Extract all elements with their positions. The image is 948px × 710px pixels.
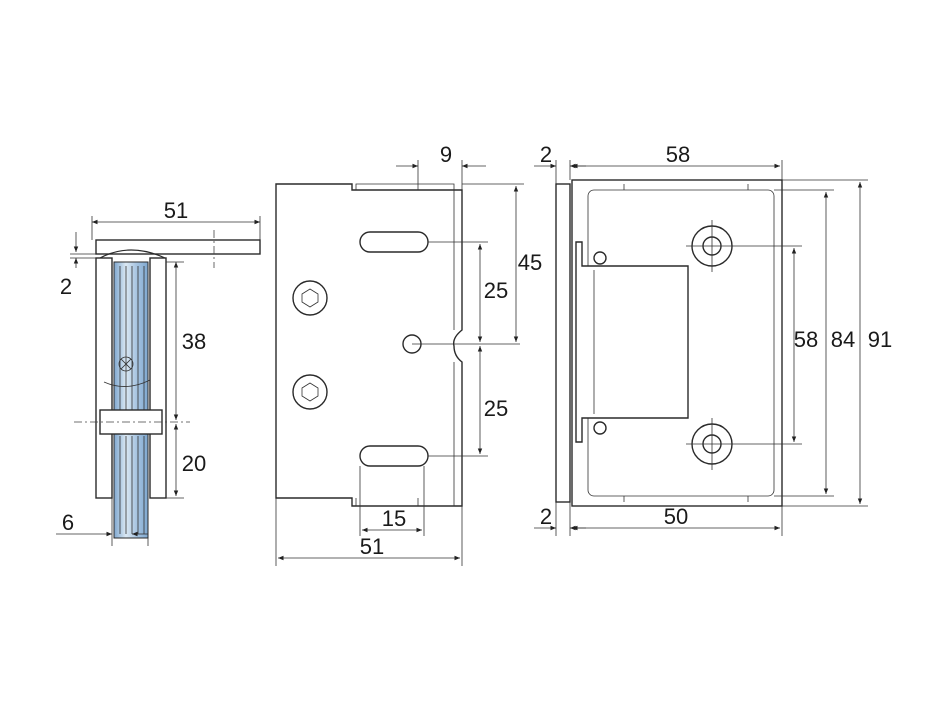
dim-back-hole-spacing: 58	[794, 327, 818, 352]
dim-front-width-bottom: 51	[360, 534, 384, 559]
side-screw-icon	[118, 356, 134, 372]
side-cap	[99, 249, 166, 259]
dim-side-upper-height: 38	[182, 329, 206, 354]
front-slot-upper	[359, 231, 429, 253]
dim-front-spacing-lower: 25	[484, 396, 508, 421]
side-top-plate	[95, 239, 261, 255]
front-hex-screw-lower-icon	[292, 374, 328, 410]
dim-side-width-top: 51	[164, 198, 188, 223]
front-hex-screw-upper-icon	[292, 280, 328, 316]
dim-side-glass-thickness: 6	[62, 510, 74, 535]
dim-front-spacing-upper: 25	[484, 278, 508, 303]
side-glass-upper	[113, 261, 149, 413]
back-center-leaf	[575, 241, 689, 443]
front-slot-lower	[359, 445, 429, 467]
dim-front-slot-offset: 9	[440, 142, 452, 167]
side-view: 51 2 38 20 6	[56, 198, 261, 546]
dim-back-width-top: 58	[666, 142, 690, 167]
front-plate-outline	[275, 183, 463, 507]
dim-side-lower-height: 20	[182, 451, 206, 476]
dim-front-slot-bottom: 15	[382, 506, 406, 531]
front-view: 9 45 25 25 15 51	[275, 142, 542, 566]
side-right-clamp	[149, 257, 167, 499]
back-pivot-hole-lower	[593, 421, 607, 435]
dim-back-width-bottom: 50	[664, 504, 688, 529]
dim-back-inner-height: 84	[831, 327, 855, 352]
back-view: 2 58 58 84 91 2 50	[534, 142, 892, 536]
dim-back-gap-bottom: 2	[540, 504, 552, 529]
dim-side-gap: 2	[60, 274, 72, 299]
dim-back-gap-top: 2	[540, 142, 552, 167]
side-left-clamp	[95, 257, 113, 499]
dim-front-height-45: 45	[518, 250, 542, 275]
dim-back-overall-height: 91	[868, 327, 892, 352]
side-glass-lower	[113, 431, 149, 539]
back-wall-plate	[555, 183, 571, 503]
back-pivot-hole-upper	[593, 251, 607, 265]
